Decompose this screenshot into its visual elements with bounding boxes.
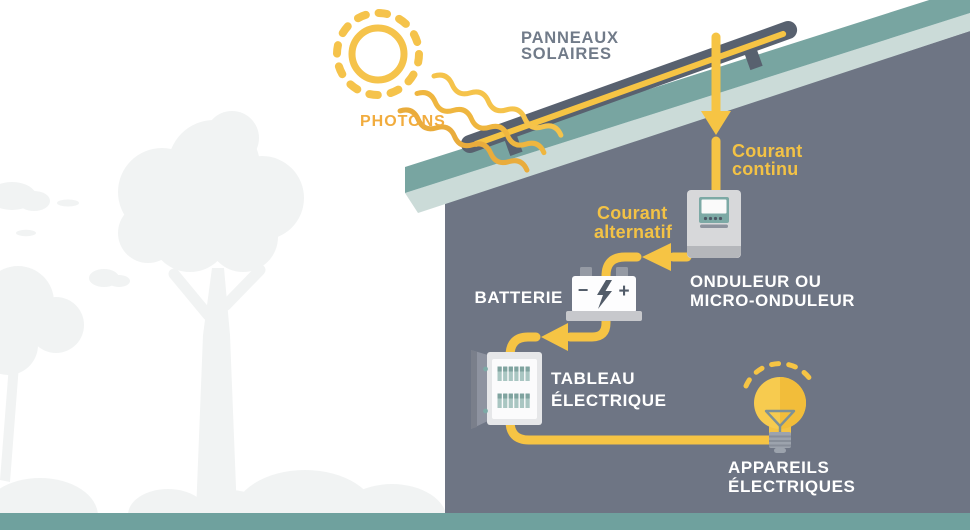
tree-large-icon (118, 111, 304, 513)
battery-plus-sign: + (618, 281, 629, 302)
roof-underlayer (405, 13, 970, 213)
house-wall (445, 31, 970, 513)
roof-top-layer (405, 0, 970, 193)
battery-icon: − + (566, 267, 642, 321)
arrow-left-icon (541, 323, 568, 351)
flow-arrowheads (541, 111, 731, 351)
panel-cell-stripe (473, 30, 787, 147)
label-alternating-current-line2: alternatif (594, 222, 673, 242)
light-bulb-icon (743, 361, 817, 453)
door-hinge (483, 366, 488, 372)
arrow-down-icon (701, 111, 731, 135)
tree-small-icon (0, 266, 84, 482)
lightning-bolt-icon (597, 280, 612, 309)
arrow-left-icon (642, 243, 671, 271)
battery-base (566, 311, 642, 321)
label-direct-current-line2: continu (732, 159, 798, 179)
bulb-rays (743, 361, 817, 389)
battery-terminal (580, 267, 592, 278)
label-battery: BATTERIE (474, 288, 563, 307)
label-inverter-line1: ONDULEUR OU (690, 272, 822, 291)
battery-terminal (616, 267, 628, 278)
background-scenery (0, 111, 447, 530)
label-electrical-panel-line2: ÉLECTRIQUE (551, 391, 667, 410)
door-hinge (483, 408, 488, 414)
label-photons: PHOTONS (360, 113, 446, 130)
labels-layer: PANNEAUX SOLAIRES PHOTONS Courant contin… (360, 29, 856, 496)
photon-waves-icon (397, 72, 564, 173)
label-electrical-panel-line1: TABLEAU (551, 369, 635, 388)
bulb-filament (764, 409, 796, 433)
label-direct-current-line1: Courant (732, 141, 802, 161)
label-inverter-line2: MICRO-ONDULEUR (690, 291, 855, 310)
label-alternating-current-line1: Courant (597, 203, 667, 223)
inverter-base (687, 246, 741, 258)
electrical-panel-icon (471, 350, 542, 429)
label-appliances-line2: ÉLECTRIQUES (728, 477, 856, 496)
panel-mount-foot (744, 49, 763, 71)
cloud-icon (0, 182, 130, 287)
label-solar-panels-line2: SOLAIRES (521, 45, 612, 63)
ground-strip (0, 513, 970, 530)
label-solar-panels-line1: PANNEAUX (521, 29, 619, 47)
sun-icon (333, 9, 423, 99)
inverter-device (687, 190, 741, 258)
label-appliances-line1: APPAREILS (728, 458, 829, 477)
battery-minus-sign: − (578, 280, 589, 300)
